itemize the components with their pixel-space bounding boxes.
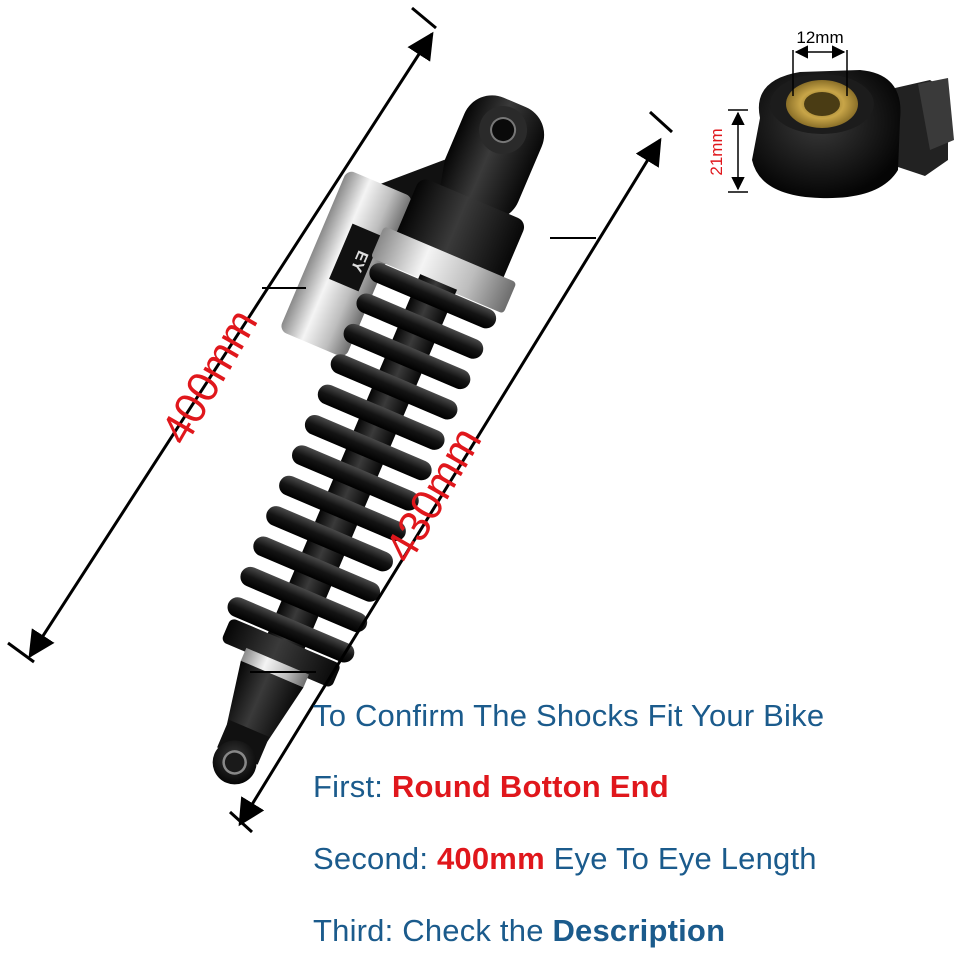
instruction-second: Second: 400mm Eye To Eye Length: [313, 841, 817, 876]
instruction-third: Third: Check the Description: [313, 913, 726, 948]
label-21mm: 21mm: [707, 128, 726, 175]
instruction-heading: To Confirm The Shocks Fit Your Bike: [313, 698, 825, 733]
eye-detail-inset: 12mm 21mm: [707, 28, 954, 199]
label-400mm: 400mm: [152, 301, 268, 453]
label-12mm: 12mm: [796, 28, 843, 47]
instruction-first: First: Round Botton End: [313, 769, 669, 804]
